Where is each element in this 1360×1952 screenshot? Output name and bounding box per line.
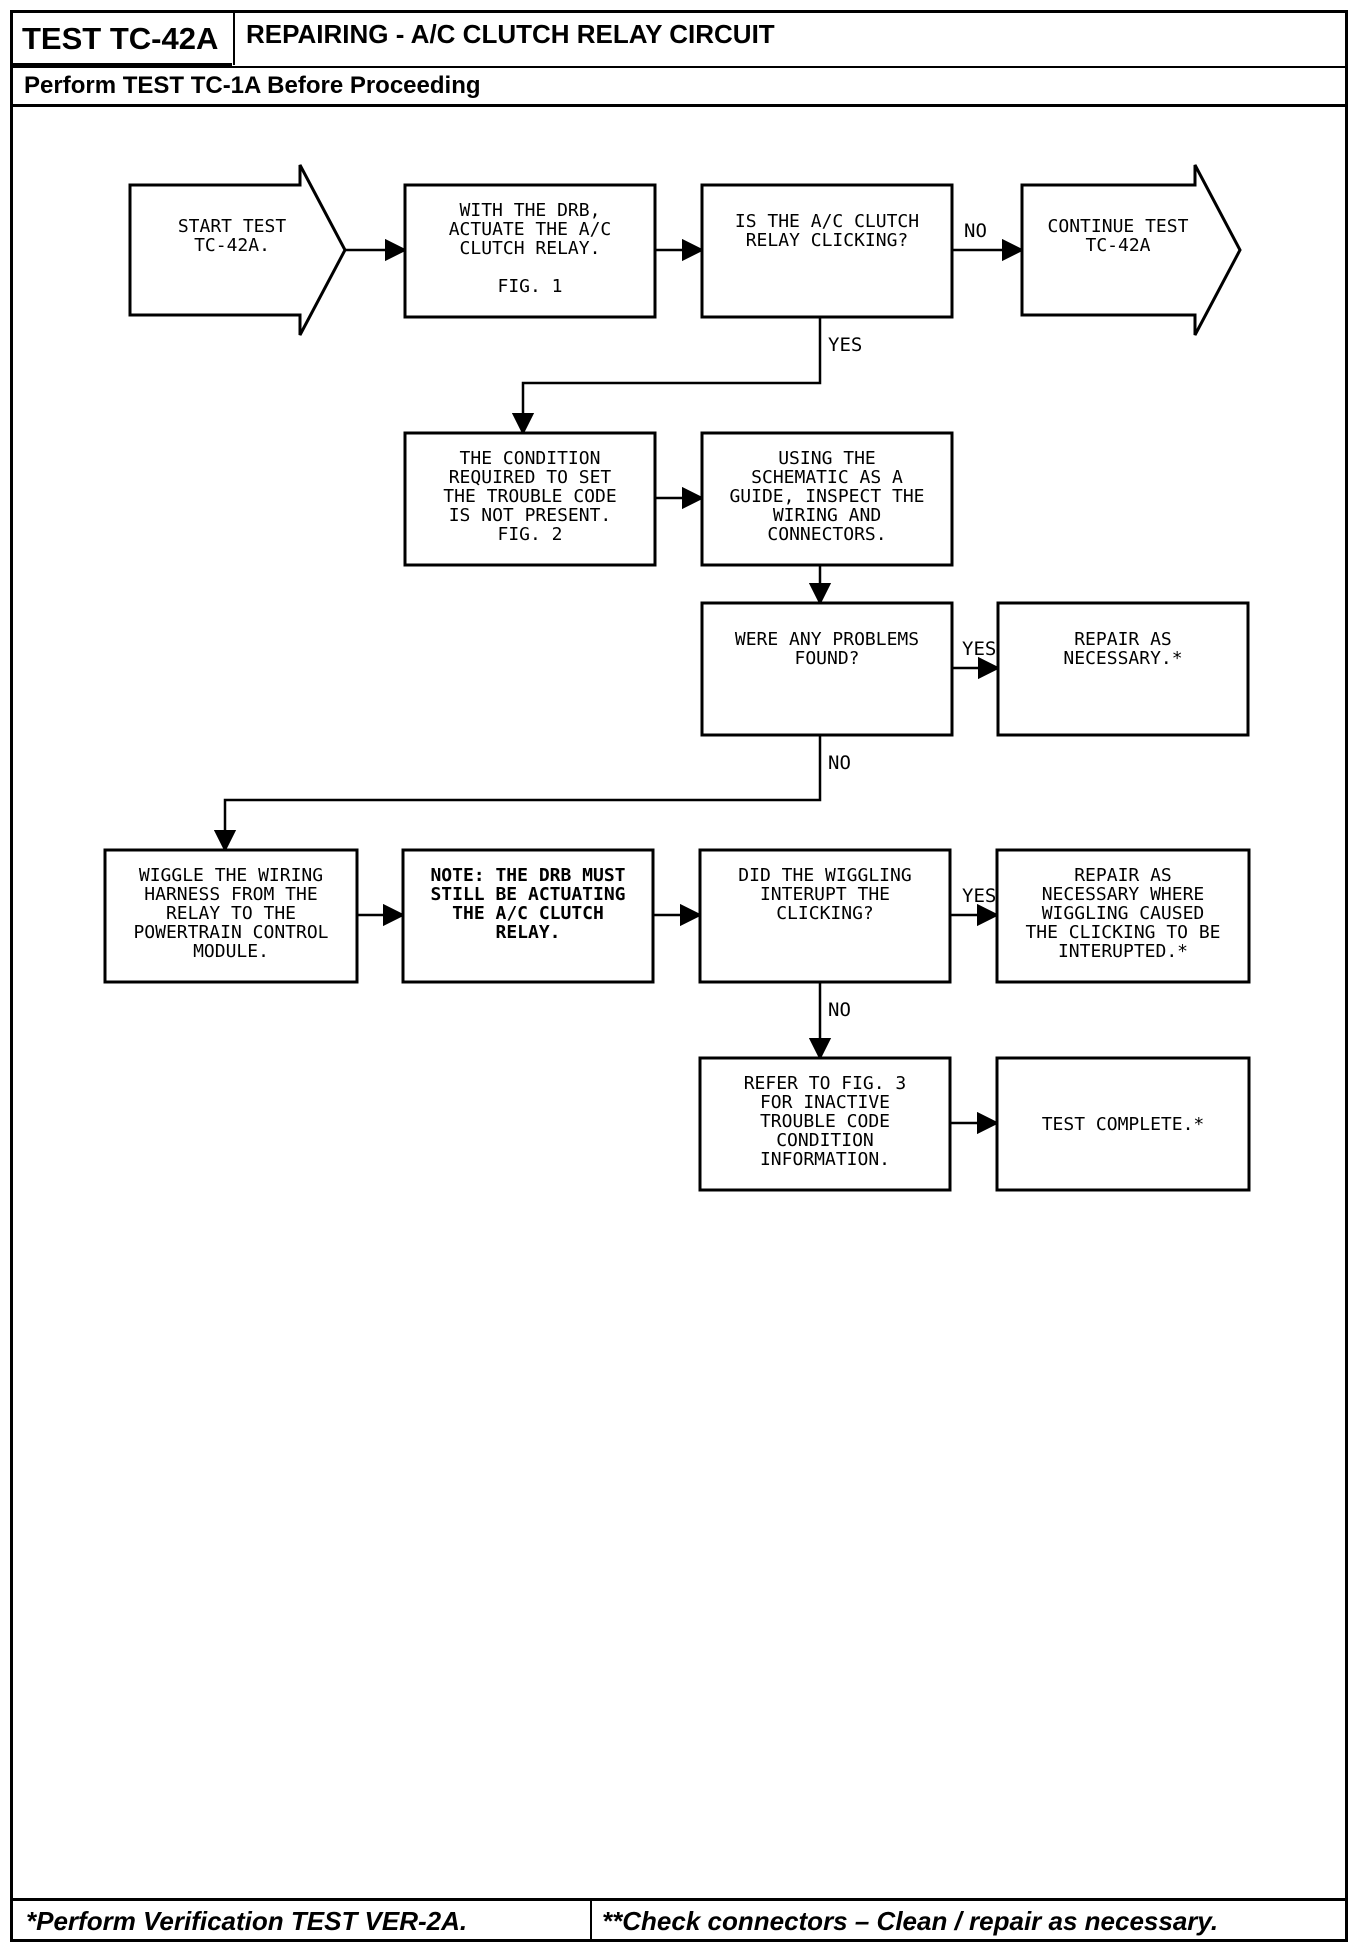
box-shape xyxy=(401,848,655,984)
node-text-line: REPAIR AS xyxy=(1074,865,1172,886)
node-text-line: CONDITION xyxy=(776,1130,874,1151)
page-subtitle: Perform TEST TC-1A Before Proceeding xyxy=(24,72,481,99)
footer-right-note: **Check connectors – Clean / repair as n… xyxy=(602,1906,1219,1936)
page-frame xyxy=(10,10,1348,1942)
node-text-line: STILL BE ACTUATING xyxy=(430,884,625,905)
header-divider-vertical xyxy=(233,10,235,65)
box-shape xyxy=(698,848,952,984)
box-shape xyxy=(700,183,954,319)
box-shape xyxy=(700,431,954,567)
node-text-line: TC-42A xyxy=(1085,235,1150,256)
edge-label-no: NO xyxy=(828,999,851,1021)
box-shape xyxy=(996,601,1250,737)
node-text-line: RELAY. xyxy=(495,922,560,943)
node-text-line: CLUTCH RELAY. xyxy=(460,238,601,259)
node-text-line: CLICKING? xyxy=(776,903,874,924)
node-text-line: NOTE: THE DRB MUST xyxy=(430,865,625,886)
node-text-line: HARNESS FROM THE xyxy=(144,884,317,905)
node-text-line: INTERUPTED.* xyxy=(1058,941,1188,962)
node-text-line: START TEST xyxy=(178,216,287,237)
node-text-line: TROUBLE CODE xyxy=(760,1111,890,1132)
header-divider-2 xyxy=(10,66,1348,68)
node-text-line: USING THE xyxy=(778,448,876,469)
node-text-line: POWERTRAIN CONTROL xyxy=(133,922,328,943)
node-text-line: RELAY CLICKING? xyxy=(746,230,909,251)
footer-divider-vertical xyxy=(590,1898,592,1942)
node-text-line: WERE ANY PROBLEMS xyxy=(735,629,919,650)
edge-problems-to-wiggle xyxy=(213,735,822,853)
node-text-line: THE A/C CLUTCH xyxy=(452,903,604,924)
node-text-line: WIRING AND xyxy=(773,505,881,526)
footer-divider xyxy=(10,1898,1348,1901)
node-text-line: RELAY TO THE xyxy=(166,903,296,924)
box-shape xyxy=(403,431,657,567)
node-text-line: REFER TO FIG. 3 xyxy=(744,1073,907,1094)
node-text-line: WITH THE DRB, xyxy=(460,200,601,221)
node-text-line: NECESSARY.* xyxy=(1063,648,1182,669)
box-shape xyxy=(103,848,359,984)
node-text-line: MODULE. xyxy=(193,941,269,962)
node-text-line: GUIDE, INSPECT THE xyxy=(729,486,924,507)
node-text-line: THE CLICKING TO BE xyxy=(1025,922,1220,943)
node-text-line: WIGGLING CAUSED xyxy=(1042,903,1205,924)
node-text-line: INFORMATION. xyxy=(760,1149,890,1170)
node-text-line: CONTINUE TEST xyxy=(1048,216,1189,237)
edge-label-no: NO xyxy=(964,220,987,242)
box-shape xyxy=(995,1056,1251,1192)
node-text-line: FOUND? xyxy=(794,648,859,669)
node-complete: TEST COMPLETE.* xyxy=(995,1056,1251,1192)
node-text-line: FIG. 1 xyxy=(497,276,562,297)
header-divider-3 xyxy=(10,104,1348,107)
node-text-line: INTERUPT THE xyxy=(760,884,890,905)
node-text-line: THE CONDITION xyxy=(460,448,601,469)
edge-clicking-to-condition xyxy=(511,317,822,436)
node-text-line: REQUIRED TO SET xyxy=(449,467,612,488)
box-shape xyxy=(698,1056,952,1192)
edge-label-yes: YES xyxy=(962,638,996,660)
test-id: TEST TC-42A xyxy=(22,21,219,56)
node-text-line: IS NOT PRESENT. xyxy=(449,505,612,526)
node-text-line: TC-42A. xyxy=(194,235,270,256)
node-text-line: CONNECTORS. xyxy=(767,524,886,545)
node-text-line: SCHEMATIC AS A xyxy=(751,467,903,488)
node-text-line: FIG. 2 xyxy=(497,524,562,545)
node-text-line: WIGGLE THE WIRING xyxy=(139,865,323,886)
edge-label-no: NO xyxy=(828,752,851,774)
node-text-line: DID THE WIGGLING xyxy=(738,865,911,886)
node-text-line: THE TROUBLE CODE xyxy=(443,486,616,507)
box-shape xyxy=(995,848,1251,984)
arrow-shape xyxy=(1020,164,1242,336)
footer-left-note: *Perform Verification TEST VER-2A. xyxy=(26,1906,468,1936)
node-text-line: REPAIR AS xyxy=(1074,629,1172,650)
edge-label-yes: YES xyxy=(962,885,996,907)
node-text-line: NECESSARY WHERE xyxy=(1042,884,1205,905)
node-text-line: IS THE A/C CLUTCH xyxy=(735,211,919,232)
node-text-line: FOR INACTIVE xyxy=(760,1092,890,1113)
page-title: REPAIRING - A/C CLUTCH RELAY CIRCUIT xyxy=(246,19,775,49)
header-divider-1 xyxy=(10,63,232,66)
arrow-shape xyxy=(128,164,347,336)
node-text-line: TEST COMPLETE.* xyxy=(1042,1114,1205,1135)
node-text-line: ACTUATE THE A/C xyxy=(449,219,612,240)
edge-label-yes: YES xyxy=(828,334,862,356)
box-shape xyxy=(700,601,954,737)
box-shape xyxy=(403,183,657,319)
